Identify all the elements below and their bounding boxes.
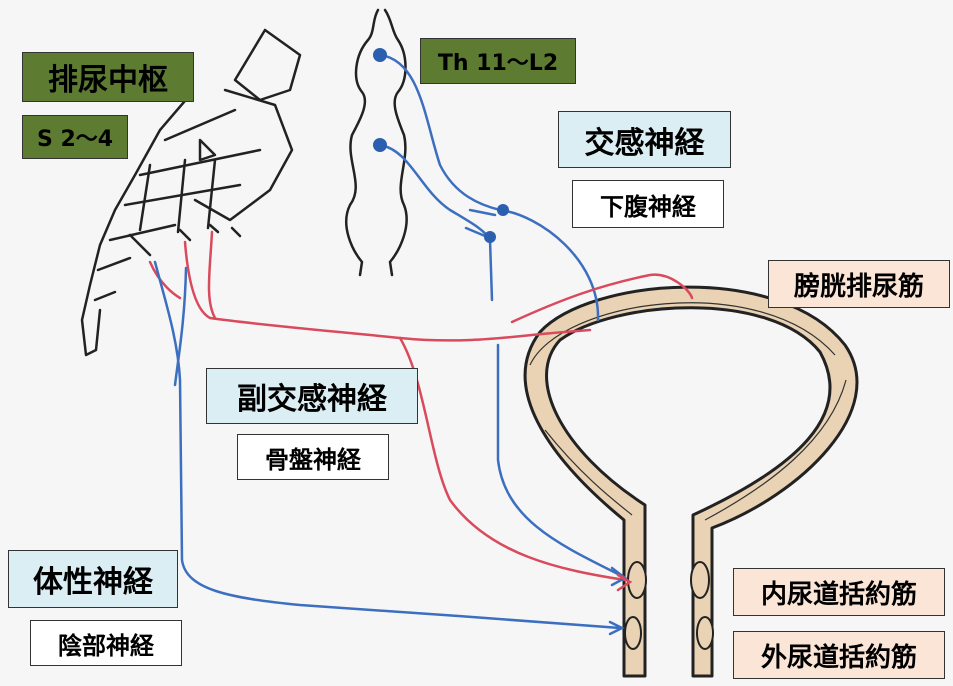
- sympathetic-nerve: [378, 53, 622, 577]
- sacrum-sketch: [80, 28, 302, 357]
- label-thoracolumbar-level: Th 11～L2: [420, 38, 576, 84]
- sympathetic-ganglia: [373, 48, 509, 243]
- external-sphincter-mass: [624, 616, 714, 650]
- spinal-cord-sketch: [345, 8, 408, 277]
- somatic-nerve: [153, 260, 622, 630]
- bladder-muscle-lines: [529, 302, 847, 521]
- label-detrusor-muscle: 膀胱排尿筋: [768, 260, 950, 308]
- label-somatic-nerve: 体性神経: [8, 550, 178, 608]
- label-pelvic-nerve: 骨盤神経: [237, 434, 389, 480]
- label-internal-urethral-sphincter: 内尿道括約筋: [733, 568, 945, 616]
- label-hypogastric-nerve: 下腹神経: [572, 180, 724, 228]
- label-parasympathetic-nerve: 副交感神経: [206, 368, 418, 424]
- parasympathetic-nerve: [148, 230, 694, 582]
- bladder-wall: [523, 285, 859, 678]
- nerve-endings: [608, 566, 633, 636]
- label-external-urethral-sphincter: 外尿道括約筋: [733, 631, 945, 679]
- label-pudendal-nerve: 陰部神経: [30, 620, 182, 666]
- label-sympathetic-nerve: 交感神経: [558, 111, 731, 168]
- internal-sphincter-mass: [627, 561, 710, 599]
- label-micturition-center: 排尿中枢: [22, 52, 194, 102]
- label-sacral-level: S 2～4: [22, 115, 128, 159]
